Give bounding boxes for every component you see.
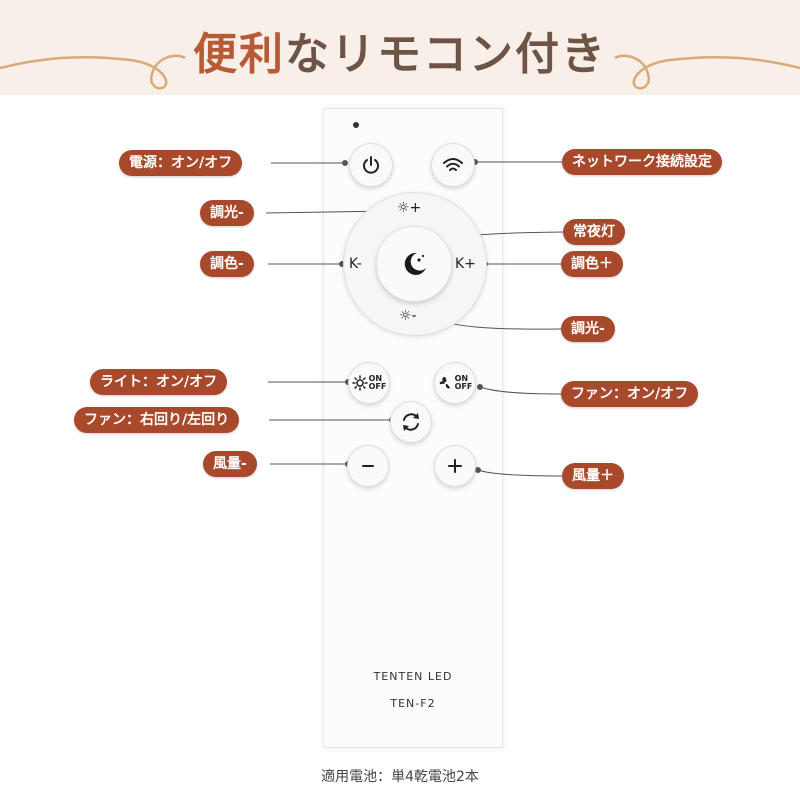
header-banner	[0, 0, 800, 95]
color-temp-down-key[interactable]: K-	[349, 256, 362, 272]
fan-direction-button[interactable]	[390, 401, 432, 443]
night-light-button[interactable]	[376, 226, 452, 302]
callout-fan-direction: ファン：右回り/左回り	[74, 407, 240, 433]
wifi-icon	[443, 158, 463, 171]
fan-onoff-button[interactable]: ON OFF	[434, 362, 476, 404]
battery-note: 適用電池：単4乾電池2本	[321, 769, 479, 785]
on-label: ON	[454, 374, 469, 383]
brightness-down-key[interactable]: ☼-	[399, 308, 417, 324]
light-onoff-button[interactable]: ON OFF	[348, 362, 390, 404]
callout-dimmer-minus-bottom: 調光-	[561, 316, 615, 342]
moon-icon	[404, 252, 426, 275]
callout-color-plus: 調色＋	[561, 251, 623, 277]
fan-icon	[439, 377, 450, 389]
light-icon	[351, 375, 368, 391]
indicator-led	[353, 122, 359, 128]
callout-wind-minus: 風量-	[203, 451, 257, 477]
rotate-icon	[403, 413, 419, 431]
network-button[interactable]	[431, 143, 475, 187]
callout-power: 電源：オン/オフ	[119, 150, 243, 176]
fan-onoff-text: ON OFF	[455, 375, 473, 391]
callout-night-light: 常夜灯	[563, 219, 625, 245]
brightness-up-key[interactable]: ☼+	[397, 200, 422, 216]
power-button[interactable]	[349, 143, 393, 187]
color-temp-up-key[interactable]: K+	[455, 256, 476, 272]
callout-dimmer-minus-top: 調光-	[200, 200, 254, 226]
wind-down-button[interactable]	[347, 445, 389, 487]
wind-up-button[interactable]	[434, 445, 476, 487]
power-icon	[363, 156, 379, 174]
page-title: 便利なリモコン付き	[0, 18, 800, 82]
off-label: OFF	[368, 382, 387, 391]
callout-network: ネットワーク接続設定	[562, 149, 722, 175]
title-rest: なリモコン付き	[285, 29, 607, 80]
callout-wind-plus: 風量＋	[562, 463, 624, 489]
callout-color-minus: 調色-	[200, 251, 254, 277]
minus-icon	[362, 465, 374, 467]
brand-label: TENTEN LED	[373, 670, 453, 683]
light-onoff-text: ON OFF	[369, 375, 387, 391]
off-label: OFF	[454, 382, 473, 391]
model-label: TEN-F2	[390, 697, 436, 710]
title-accent: 便利	[193, 29, 285, 80]
callout-fan-onoff: ファン：オン/オフ	[561, 381, 699, 407]
callout-light-onoff: ライト：オン/オフ	[90, 369, 228, 395]
decorative-swirl	[0, 54, 800, 90]
on-label: ON	[368, 374, 383, 383]
plus-icon	[448, 459, 462, 473]
